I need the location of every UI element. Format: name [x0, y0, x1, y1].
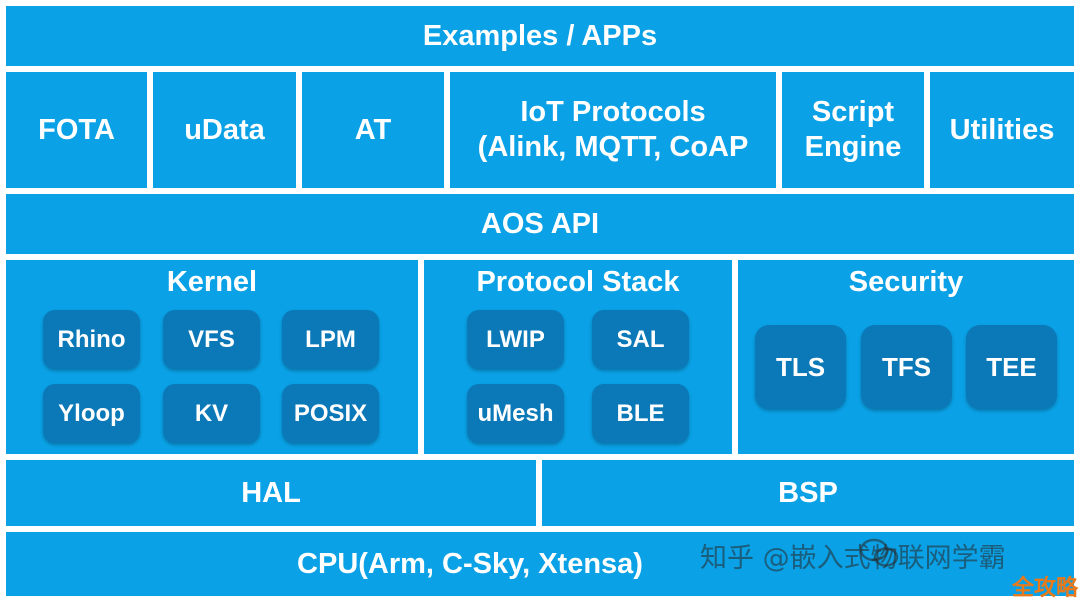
script-engine-box: Script Engine	[782, 72, 924, 188]
hal-bar: HAL	[6, 460, 536, 526]
protocol-stack-panel: Protocol Stack LWIP SAL uMesh BLE	[424, 260, 732, 454]
module-lwip: LWIP	[467, 310, 564, 369]
module-vfs: VFS	[163, 310, 260, 369]
aos-api-label: AOS API	[480, 207, 600, 240]
module-sal: SAL	[592, 310, 689, 369]
aos-api-bar: AOS API	[6, 194, 1074, 254]
at-label: AT	[354, 113, 392, 146]
iot-protocols-box: IoT Protocols (Alink, MQTT, CoAP	[450, 72, 776, 188]
kernel-panel: Kernel Rhino VFS LPM Yloop KV POSIX	[6, 260, 418, 454]
module-posix: POSIX	[282, 384, 379, 443]
wechat-icon	[859, 538, 899, 567]
udata-box: uData	[153, 72, 296, 188]
module-rhino: Rhino	[43, 310, 140, 369]
module-kv: KV	[163, 384, 260, 443]
iot-protocols-line2: (Alink, MQTT, CoAP	[477, 131, 749, 163]
udata-label: uData	[184, 113, 265, 146]
examples-apps-label: Examples / APPs	[422, 19, 658, 52]
module-tls: TLS	[755, 325, 846, 409]
protocol-stack-title: Protocol Stack	[476, 266, 680, 298]
iot-protocols-line1: IoT Protocols	[520, 96, 706, 129]
bsp-label: BSP	[778, 476, 838, 509]
module-yloop: Yloop	[43, 384, 140, 443]
kernel-title: Kernel	[166, 266, 258, 298]
examples-apps-bar: Examples / APPs	[6, 6, 1074, 66]
module-lpm: LPM	[282, 310, 379, 369]
utilities-box: Utilities	[930, 72, 1074, 188]
module-tfs: TFS	[861, 325, 952, 409]
corner-logo: 全攻略	[1012, 576, 1079, 601]
utilities-label: Utilities	[949, 113, 1055, 146]
hal-label: HAL	[241, 476, 301, 509]
fota-box: FOTA	[6, 72, 147, 188]
security-title: Security	[848, 266, 964, 298]
module-umesh: uMesh	[467, 384, 564, 443]
module-ble: BLE	[592, 384, 689, 443]
script-engine-line1: Script	[811, 96, 895, 129]
zhihu-watermark: 知乎 @嵌入式物联网学霸	[700, 543, 1006, 574]
bsp-bar: BSP	[542, 460, 1074, 526]
fota-label: FOTA	[38, 113, 115, 146]
module-tee: TEE	[966, 325, 1057, 409]
cpu-bar: CPU(Arm, C-Sky, Xtensa)	[6, 532, 1074, 596]
at-box: AT	[302, 72, 444, 188]
cpu-label: CPU(Arm, C-Sky, Xtensa)	[297, 547, 643, 580]
script-engine-line2: Engine	[804, 131, 902, 163]
security-panel: Security TLS TFS TEE	[738, 260, 1074, 454]
